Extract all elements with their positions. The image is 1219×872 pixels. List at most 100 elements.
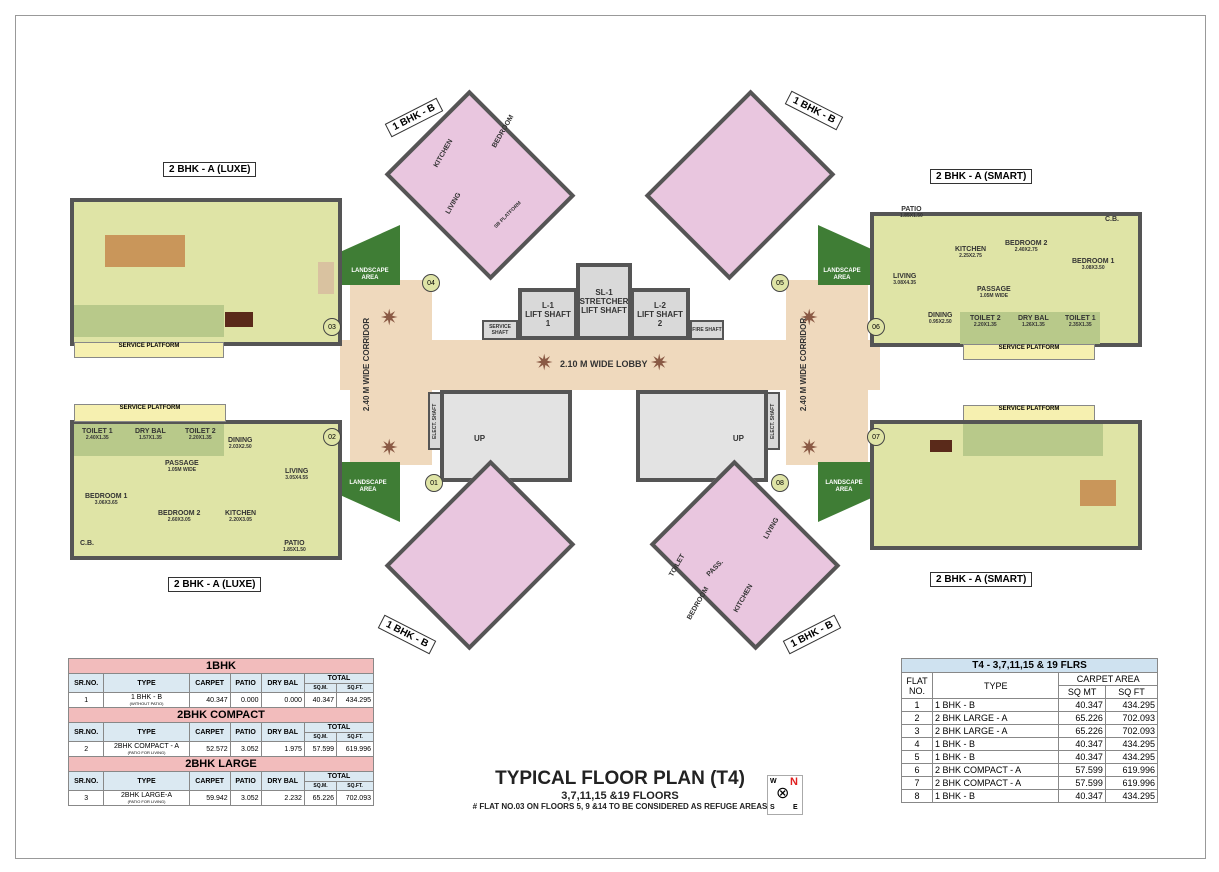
bed-icon	[105, 235, 185, 267]
cell-dry-bal: 0.000	[260, 692, 305, 708]
lobby-label: 2.10 M WIDE LOBBY	[560, 359, 648, 369]
type-name: 2BHK COMPACT - A	[113, 743, 180, 750]
cell-carpet: 52.572	[188, 741, 231, 757]
room-cb: C.B.	[80, 540, 94, 547]
section-title: 1BHK	[68, 658, 374, 674]
section-title: 2BHK COMPACT	[68, 707, 374, 723]
sofa-icon	[318, 262, 334, 294]
left-corridor-label: 2.40 M WIDE CORRIDOR	[362, 317, 372, 412]
cell-sqft: 434.295	[1104, 789, 1159, 803]
staircase-right: UP	[636, 390, 768, 482]
cell-sqft: 619.996	[336, 741, 374, 757]
cell-sqm: 40.347	[303, 692, 338, 708]
cell-type: 1 BHK - B	[931, 750, 1060, 764]
landscape-label: LANDSCAPE AREA	[823, 268, 861, 281]
cell-type: 2 BHK COMPACT - A	[931, 763, 1060, 777]
col-carpet: CARPET	[188, 722, 231, 742]
flat-number-04: 04	[422, 274, 440, 292]
type-name: 1 BHK - B	[130, 694, 163, 701]
col-dry-bal: DRY BAL	[260, 722, 305, 742]
cell-type: 1 BHK - B	[931, 698, 1060, 712]
section-title: 2BHK LARGE	[68, 756, 374, 772]
cell-patio: 3.052	[229, 741, 262, 757]
cell-sqft: 619.996	[1104, 763, 1159, 777]
col-patio: PATIO	[229, 722, 262, 742]
cell-sqmt: 40.347	[1058, 737, 1106, 751]
cell-type: 1 BHK - B(WITHOUT PATIO)	[103, 692, 190, 708]
cell-sqft: 434.295	[336, 692, 374, 708]
lift-label: STRETCHER LIFT SHAFT	[579, 297, 629, 315]
cell-flat-no: 2	[901, 711, 933, 725]
fire-shaft: FIRE SHAFT	[690, 320, 724, 340]
lift-label: LIFT SHAFT 1	[525, 309, 571, 328]
landscape-label: LANDSCAPE AREA	[825, 480, 863, 493]
col-sqft: SQ.FT.	[336, 732, 374, 742]
col-type: TYPE	[103, 673, 190, 693]
cell-sqm: 57.599	[303, 741, 338, 757]
cell-flat-no: 3	[901, 724, 933, 738]
cell-sqmt: 57.599	[1058, 763, 1106, 777]
col-dry-bal: DRY BAL	[260, 771, 305, 791]
cell-dry-bal: 2.232	[260, 790, 305, 806]
dining-table-icon	[930, 440, 952, 452]
cell-flat-no: 5	[901, 750, 933, 764]
unit-tag: 2 BHK - A (LUXE)	[163, 162, 257, 177]
cell-sqft: 702.093	[336, 790, 374, 806]
cell-flat-no: 1	[901, 698, 933, 712]
cell-sqft: 702.093	[1104, 711, 1159, 725]
col-patio: PATIO	[229, 673, 262, 693]
elect-shaft-left: ELECT. SHAFT	[428, 392, 442, 450]
dining-table-icon	[225, 312, 253, 327]
flat-number-06: 06	[867, 318, 885, 336]
flat-number-02: 02	[323, 428, 341, 446]
compass-s: S	[770, 804, 775, 811]
room-cb: C.B.	[1105, 216, 1119, 223]
cell-type: 1 BHK - B	[931, 789, 1060, 803]
cell-type: 2BHK LARGE-A(PATIO FOR LIVING)	[103, 790, 190, 806]
type-note: (PATIO FOR LIVING)	[127, 799, 166, 804]
cell-sqm: 65.226	[303, 790, 338, 806]
cell-flat-no: 8	[901, 789, 933, 803]
type-name: 2BHK LARGE-A	[121, 792, 172, 799]
cell-type: 1 BHK - B	[931, 737, 1060, 751]
floor-star-icon: ✷	[650, 350, 669, 375]
col-total: TOTAL	[303, 771, 375, 782]
col-carpet-area: CARPET AREA	[1058, 672, 1158, 686]
cell-sqmt: 65.226	[1058, 724, 1106, 738]
cell-carpet: 40.347	[188, 692, 231, 708]
sheet-border	[15, 15, 1206, 859]
service-platform: SERVICE PLATFORM	[74, 342, 224, 358]
col-sr: SR.NO.	[67, 673, 105, 693]
toilet-block	[74, 305, 224, 337]
floor-star-icon: ✷	[380, 305, 399, 330]
lift-code: SL-1	[595, 288, 613, 297]
cell-type: 2 BHK LARGE - A	[931, 724, 1060, 738]
compass-w: W	[770, 778, 777, 785]
flat-number-01: 01	[425, 474, 443, 492]
toilet-block	[960, 312, 1100, 344]
cell-sqft: 434.295	[1104, 737, 1159, 751]
cell-type: 2 BHK LARGE - A	[931, 711, 1060, 725]
service-platform: SERVICE PLATFORM	[963, 344, 1095, 360]
col-sqft: SQ FT	[1104, 685, 1159, 699]
flat-number-07: 07	[867, 428, 885, 446]
service-platform: SERVICE PLATFORM	[74, 404, 226, 422]
cell-type: 2BHK COMPACT - A(PATIO FOR LIVING)	[103, 741, 190, 757]
page-subtitle: 3,7,11,15 &19 FLOORS	[561, 790, 679, 802]
col-type: TYPE	[103, 771, 190, 791]
cell-type: 2 BHK COMPACT - A	[931, 776, 1060, 790]
elect-shaft-right: ELECT. SHAFT	[766, 392, 780, 450]
cell-sqmt: 57.599	[1058, 776, 1106, 790]
